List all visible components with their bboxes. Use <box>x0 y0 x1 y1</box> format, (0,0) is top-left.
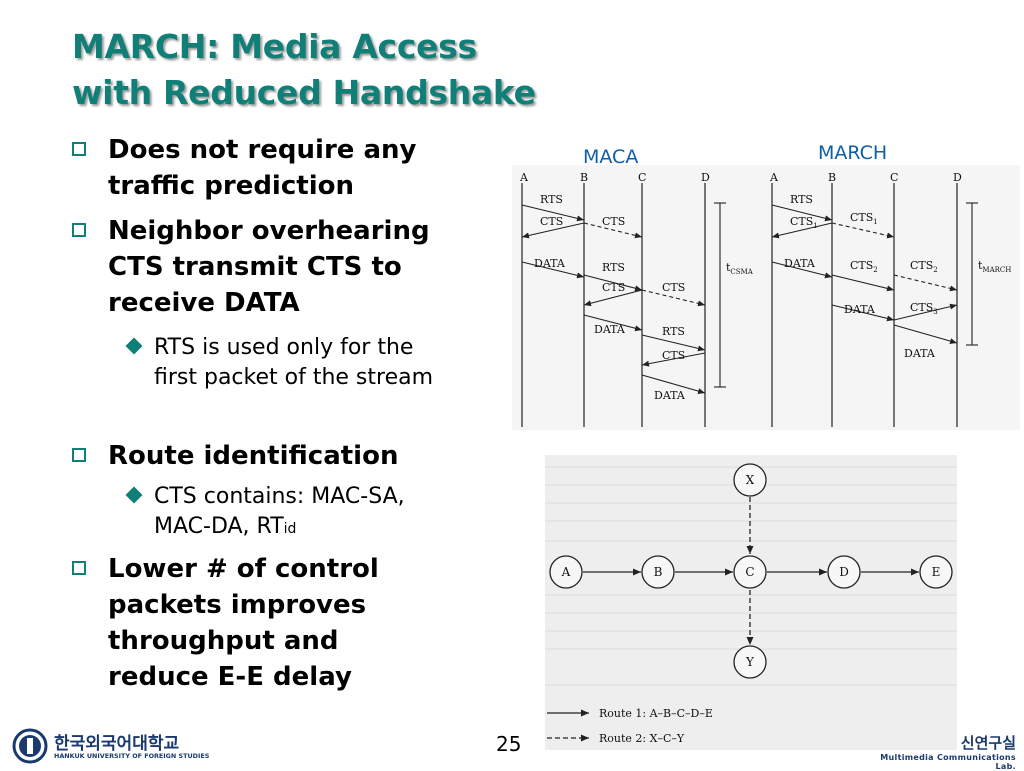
university-name-ko: 한국외국어대학교 <box>54 734 180 754</box>
lab-name-en: Multimedia Communications Lab. <box>880 753 1016 771</box>
msg-cts: CTS <box>540 215 563 228</box>
msg-data: DATA <box>904 347 936 360</box>
bullet-text: throughput and <box>108 626 339 656</box>
msg-subscript: 1 <box>813 222 817 230</box>
msg-cts-1: CTS1 <box>790 215 818 230</box>
node-label-c: C <box>638 171 646 184</box>
node-circle-c <box>733 555 767 589</box>
node-label-a: A <box>561 565 571 579</box>
msg-data: DATA <box>534 257 566 270</box>
node-circle-a <box>549 555 583 589</box>
node-circle-x <box>733 463 767 497</box>
bullet-text: reduce E-E delay <box>108 662 352 692</box>
bullet-text: traffic prediction <box>108 171 354 201</box>
msg-subscript: 3 <box>933 308 937 316</box>
node-circle-y <box>733 645 767 679</box>
msg-data: DATA <box>844 303 876 316</box>
msg-data: DATA <box>594 323 626 336</box>
diamond-bullet-icon <box>125 337 143 355</box>
msg-cts: CTS <box>602 281 625 294</box>
msg-data: DATA <box>654 389 686 402</box>
square-bullet-icon <box>72 223 86 237</box>
node-label-b: B <box>828 171 836 184</box>
node-label-c: C <box>745 565 754 579</box>
page-number: 25 <box>496 732 522 756</box>
node-circle-e <box>919 555 953 589</box>
lab-name-ko: 신연구실 <box>960 734 1016 752</box>
msg-data: DATA <box>784 257 816 270</box>
t-march-label: tMARCH <box>978 259 1011 274</box>
node-circle-b <box>641 555 675 589</box>
t-subscript-csma: CSMA <box>730 268 753 276</box>
square-bullet-icon <box>72 561 86 575</box>
subbullet-text-main: MAC-DA, RT <box>154 514 284 539</box>
msg-cts-2: CTS2 <box>910 259 938 274</box>
square-bullet-icon <box>72 448 86 462</box>
msg-cts: CTS <box>662 281 685 294</box>
route-diagram-svg: X A B C D E Y Route 1: A–B–C–D–E Route 2… <box>545 463 957 745</box>
bullet-text: Route identification <box>108 441 399 471</box>
maca-label: MACA <box>583 146 639 168</box>
msg-text: CTS <box>790 215 813 228</box>
bullet-text: Lower # of control <box>108 554 379 584</box>
legend-route-1: Route 1: A–B–C–D–E <box>599 707 713 720</box>
msg-rts: RTS <box>602 261 625 274</box>
msg-subscript: 2 <box>873 266 877 274</box>
legend-route-2: Route 2: X–C–Y <box>599 732 685 745</box>
title-line-1: MARCH: Media Access <box>72 27 477 66</box>
node-label-d: D <box>953 171 962 184</box>
node-label-d: D <box>701 171 710 184</box>
bullet-text: receive DATA <box>108 288 300 318</box>
node-label-b: B <box>580 171 588 184</box>
t-subscript-march: MARCH <box>982 266 1011 274</box>
msg-cts-1: CTS1 <box>850 211 878 226</box>
t-symbol: t <box>726 261 731 274</box>
node-label-b: B <box>654 565 663 579</box>
msg-text: CTS <box>850 211 873 224</box>
bullet-text: packets improves <box>108 590 367 620</box>
msg-text: CTS <box>910 259 933 272</box>
university-name-en: HANKUK UNIVERSITY OF FOREIGN STUDIES <box>54 752 210 760</box>
lab-logo: 신연구실 Multimedia Communications Lab. <box>876 732 1016 771</box>
march-label: MARCH <box>818 142 888 164</box>
university-logo: 한국외국어대학교 HANKUK UNIVERSITY OF FOREIGN ST… <box>10 728 210 764</box>
node-circle-d <box>827 555 861 589</box>
msg-text: CTS <box>910 301 933 314</box>
node-label-x: X <box>746 473 755 487</box>
timing-diagram: A B C D A B C D RTS CTS CTS DATA RTS CTS… <box>512 165 1020 430</box>
route-diagram: X A B C D E Y Route 1: A–B–C–D–E Route 2… <box>545 455 957 750</box>
msg-rts: RTS <box>540 193 563 206</box>
msg-cts: CTS <box>662 349 685 362</box>
slide-title: MARCH: Media Access with Reduced Handsha… <box>72 24 632 116</box>
msg-cts-3: CTS3 <box>910 301 938 316</box>
node-label-a: A <box>769 171 779 184</box>
msg-rts: RTS <box>790 193 813 206</box>
node-label-y: Y <box>745 655 755 669</box>
node-label-e: E <box>932 565 941 579</box>
node-label-c: C <box>890 171 898 184</box>
bullet-text: Neighbor overhearing <box>108 216 430 246</box>
subbullet-text: RTS is used only for the <box>154 335 414 360</box>
node-label-a: A <box>519 171 529 184</box>
bullet-text: CTS transmit CTS to <box>108 252 402 282</box>
t-csma-label: tCSMA <box>726 261 754 276</box>
bullet-text: Does not require any <box>108 135 417 165</box>
msg-text: CTS <box>850 259 873 272</box>
subscript-id: id <box>283 521 297 537</box>
t-symbol: t <box>978 259 983 272</box>
subbullet-text: MAC-DA, RTid <box>154 512 405 544</box>
msg-cts-2: CTS2 <box>850 259 878 274</box>
title-line-2: with Reduced Handshake <box>72 73 536 112</box>
msg-cts: CTS <box>602 215 625 228</box>
university-emblem-icon <box>12 728 48 764</box>
subbullet-text: CTS contains: MAC-SA, <box>154 484 405 509</box>
square-bullet-icon <box>72 142 86 156</box>
subbullet-text: first packet of the stream <box>154 365 434 390</box>
timing-diagram-svg: A B C D A B C D RTS CTS CTS DATA RTS CTS… <box>519 171 1011 427</box>
msg-subscript: 1 <box>873 218 877 226</box>
msg-rts: RTS <box>662 325 685 338</box>
diamond-bullet-icon <box>125 486 143 504</box>
node-label-d: D <box>839 565 849 579</box>
msg-subscript: 2 <box>933 266 937 274</box>
